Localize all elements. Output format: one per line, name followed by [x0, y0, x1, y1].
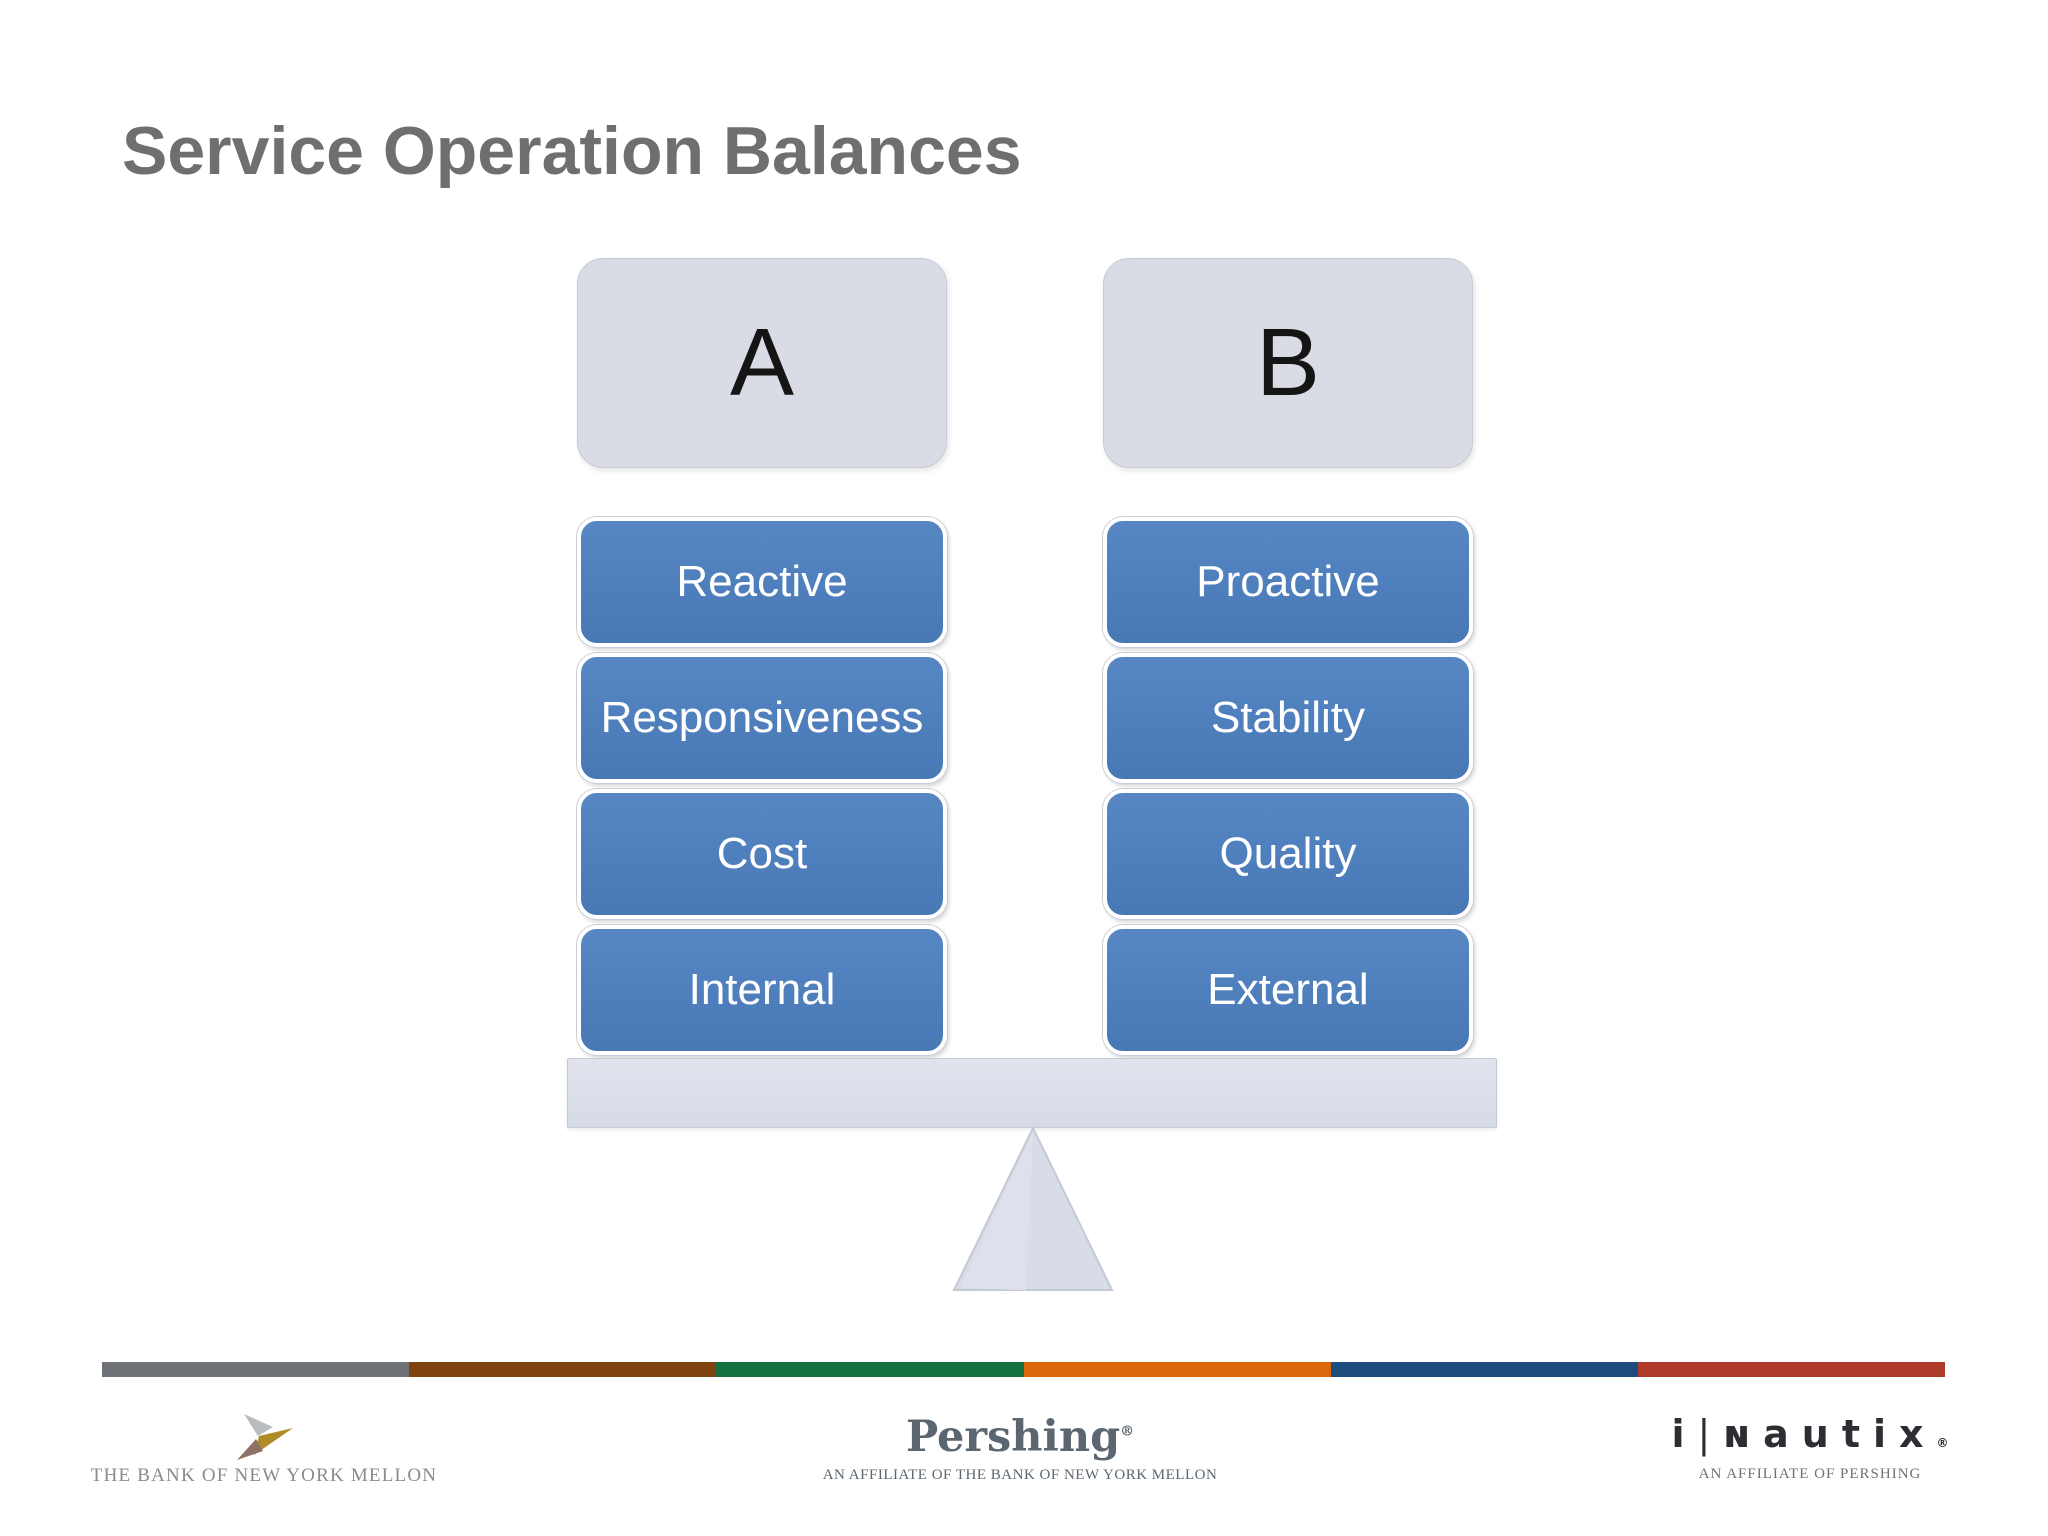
footer-bar-segment — [1637, 1362, 1946, 1377]
side-b-item-quality: Quality — [1103, 789, 1473, 919]
item-label: Cost — [716, 829, 808, 878]
bnym-arrow-icon — [237, 1414, 293, 1460]
footer-color-bar — [102, 1362, 1946, 1377]
footer-bar-segment — [102, 1362, 410, 1377]
item-label: Reactive — [676, 557, 848, 606]
side-a-item-internal: Internal — [577, 925, 947, 1055]
side-b-header-box: B — [1103, 258, 1473, 468]
item-label: Quality — [1219, 829, 1357, 878]
side-b-item-external: External — [1103, 925, 1473, 1055]
item-label: Internal — [688, 965, 836, 1014]
side-a-header-box: A — [577, 258, 947, 468]
footer-bar-segment — [716, 1362, 1024, 1377]
side-a-item-responsiveness: Responsiveness — [577, 653, 947, 783]
page-title: Service Operation Balances — [122, 113, 1022, 189]
footer-bar-segment — [1023, 1362, 1331, 1377]
side-b-item-proactive: Proactive — [1103, 517, 1473, 647]
pershing-tagline: AN AFFILIATE OF THE BANK OF NEW YORK MEL… — [822, 1467, 1218, 1484]
side-a-item-reactive: Reactive — [577, 517, 947, 647]
bnym-logo: THE BANK OF NEW YORK MELLON — [88, 1414, 440, 1487]
pershing-wordmark: Pershing® — [905, 1412, 1135, 1462]
balance-fulcrum-triangle — [952, 1126, 1114, 1291]
item-label: External — [1207, 965, 1369, 1014]
registered-mark: ® — [1936, 1436, 1949, 1450]
side-b-label: B — [1255, 309, 1321, 416]
inautix-logo: i|ɴautix® AN AFFILIATE OF PERSHING — [1636, 1412, 1984, 1483]
inautix-tagline: AN AFFILIATE OF PERSHING — [1698, 1465, 1922, 1482]
item-label: Stability — [1210, 693, 1366, 742]
side-b-item-stability: Stability — [1103, 653, 1473, 783]
item-label: Responsiveness — [600, 693, 924, 742]
side-a-item-cost: Cost — [577, 789, 947, 919]
side-a-label: A — [729, 309, 795, 416]
inautix-wordmark: i|ɴautix® — [1671, 1412, 1949, 1456]
footer-bar-segment — [1330, 1362, 1638, 1377]
inautix-divider-bar: | — [1697, 1412, 1724, 1456]
bnym-wordmark: THE BANK OF NEW YORK MELLON — [90, 1465, 438, 1486]
pershing-logo: Pershing® AN AFFILIATE OF THE BANK OF NE… — [820, 1412, 1220, 1484]
footer-bar-segment — [409, 1362, 717, 1377]
registered-mark: ® — [1120, 1423, 1135, 1440]
item-label: Proactive — [1196, 557, 1380, 606]
balance-beam — [567, 1058, 1497, 1128]
